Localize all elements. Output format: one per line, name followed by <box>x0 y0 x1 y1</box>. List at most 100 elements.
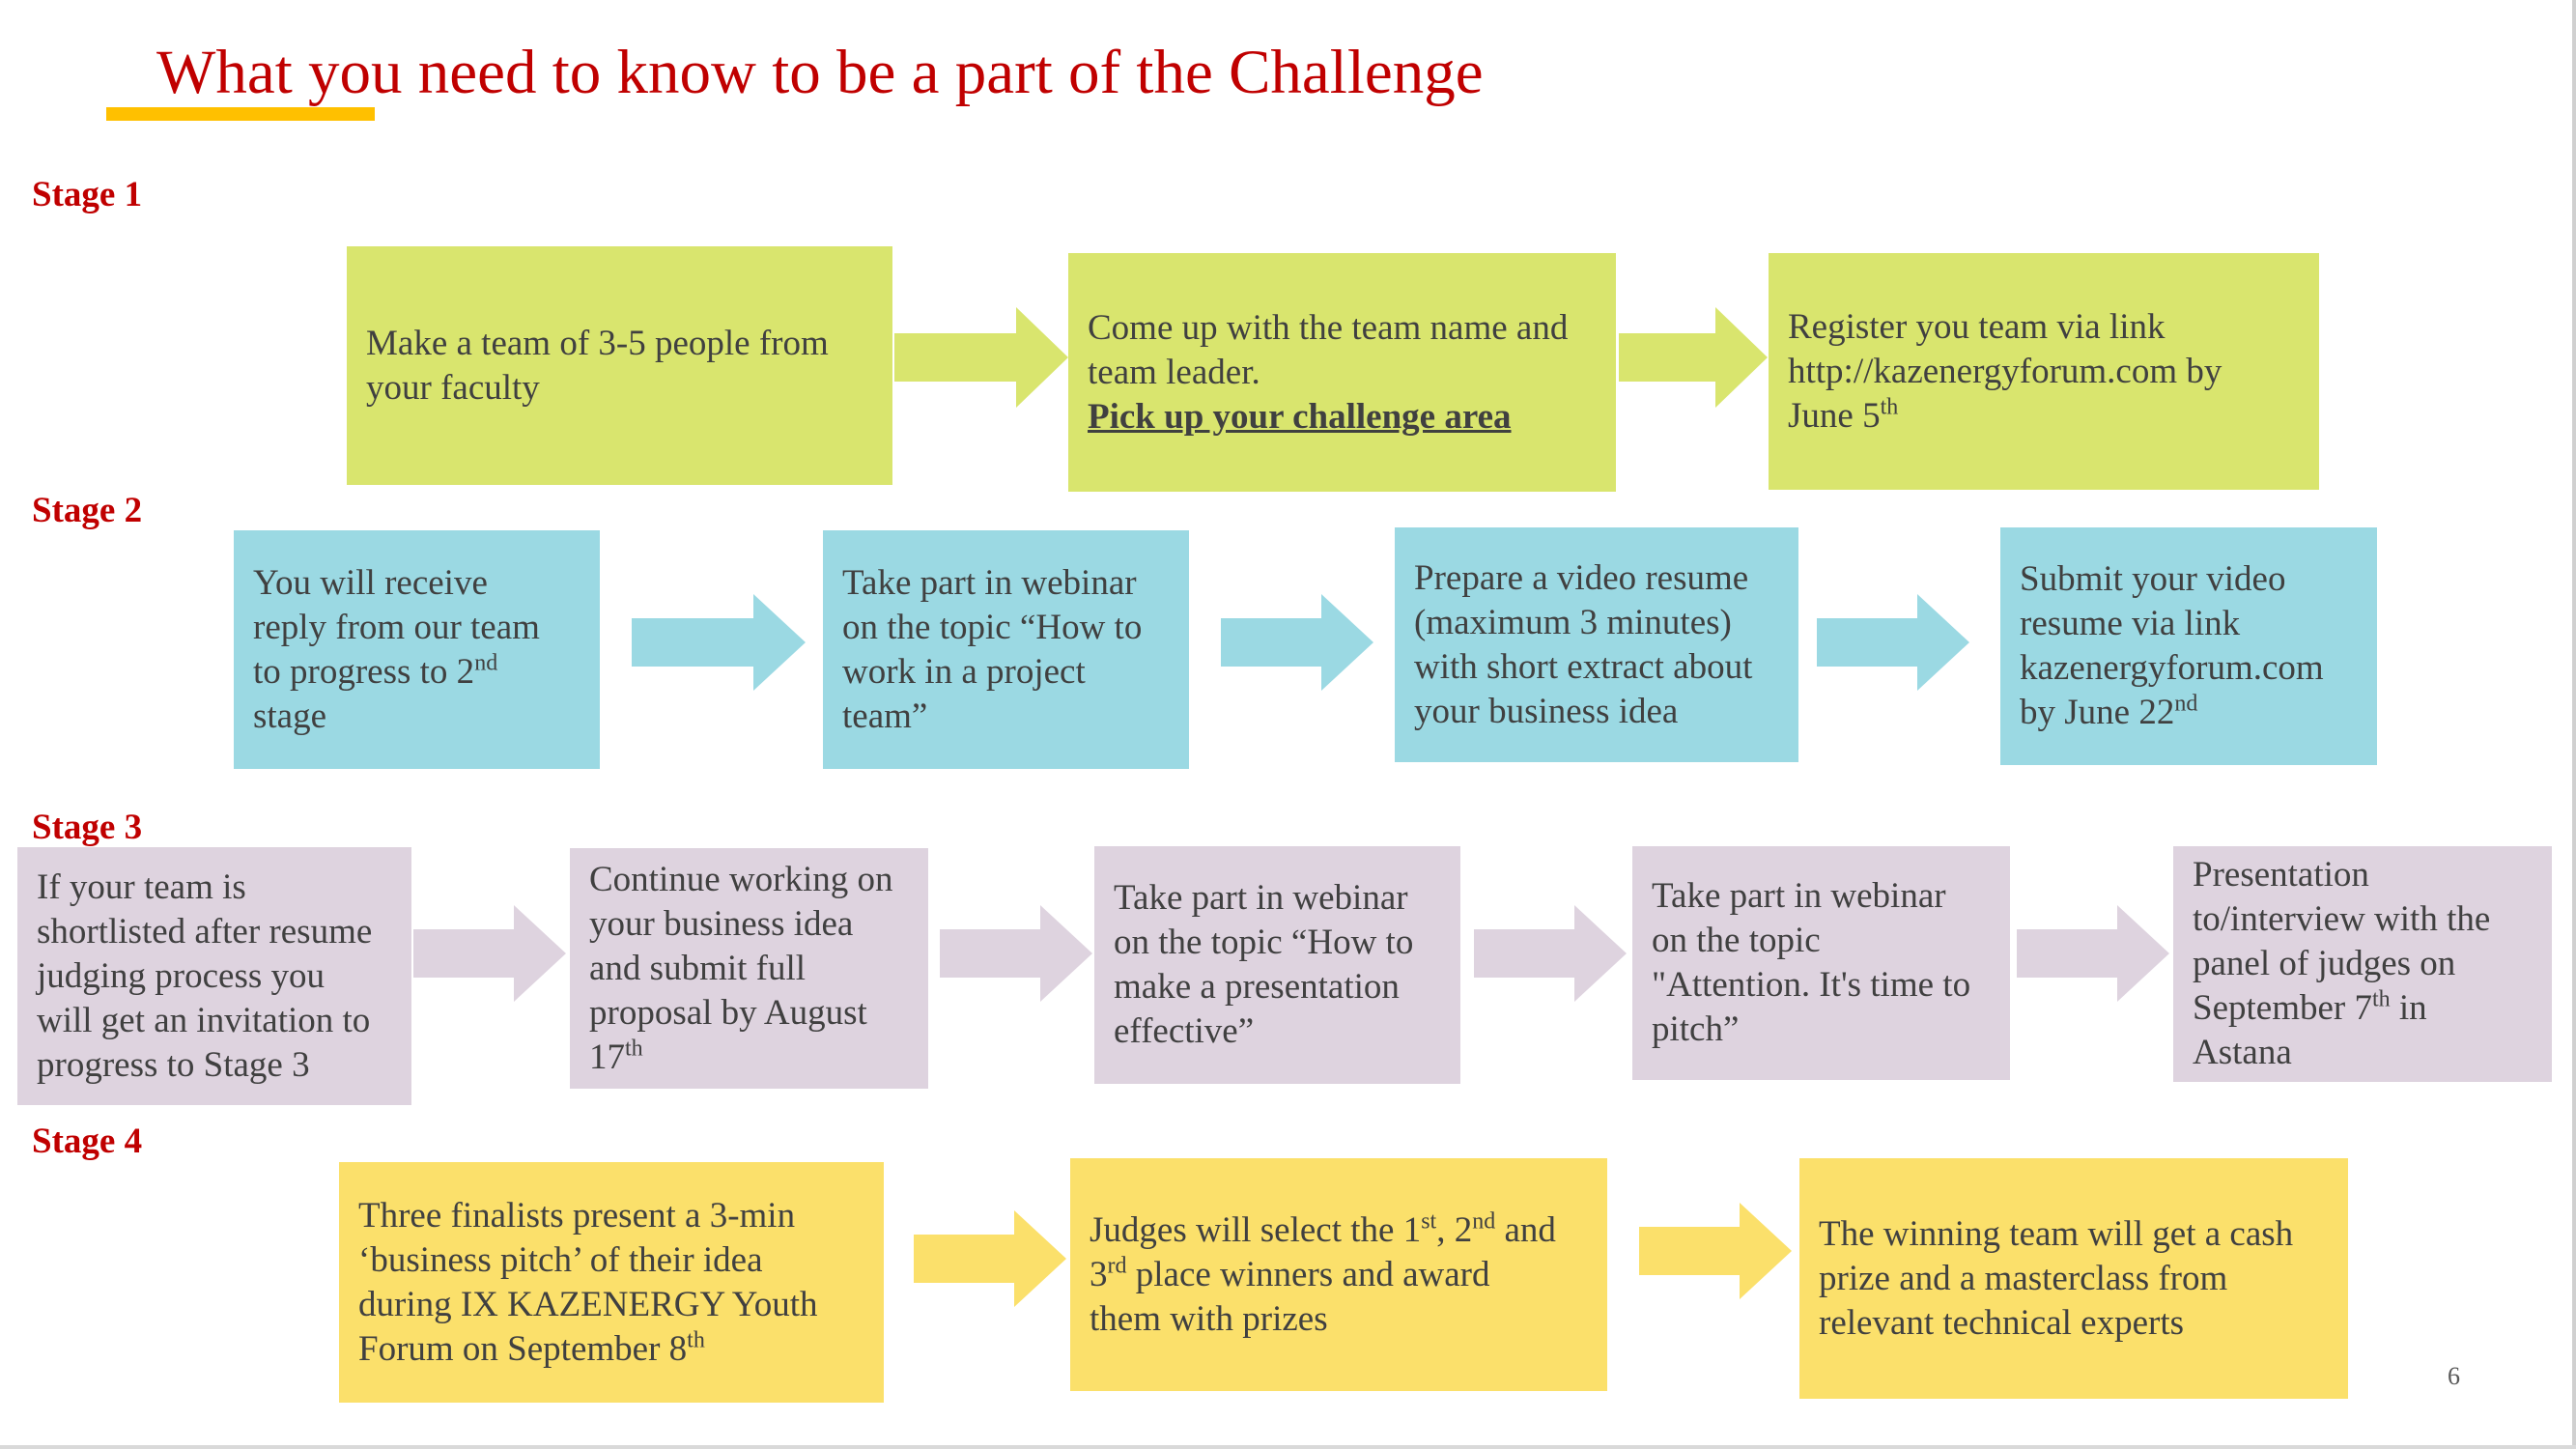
step-text-line: (maximum 3 minutes) <box>1414 601 1781 645</box>
step-text-line: reply from our team <box>253 606 582 650</box>
step-text: September 7 <box>2193 988 2372 1028</box>
step-text-line: Come up with the team name and <box>1088 306 1599 351</box>
step-text: during IX KAZENERGY Youth <box>358 1284 818 1324</box>
step-text-line: June 5th <box>1788 394 2302 439</box>
stage-2-label: Stage 2 <box>32 491 143 530</box>
step-text: them with prizes <box>1090 1298 1328 1339</box>
step-text: on the topic “How to <box>1114 923 1414 962</box>
step-text: on the topic <box>1652 921 1821 960</box>
ordinal-suffix: st <box>1421 1208 1437 1235</box>
step-text-line: make a presentation <box>1114 965 1443 1009</box>
step-text: kazenergyforum.com <box>2020 648 2324 688</box>
step-text: reply from our team <box>253 607 540 647</box>
step-text-line: Prepare a video resume <box>1414 556 1781 601</box>
step-text-line: to/interview with the <box>2193 897 2546 942</box>
step-text: http://kazenergyforum.com by <box>1788 351 2222 391</box>
step-text: (maximum 3 minutes) <box>1414 602 1732 642</box>
slide-title: What you need to know to be a part of th… <box>156 38 1484 107</box>
step-text-line: and submit full <box>589 947 911 991</box>
step-text: , 2 <box>1436 1209 1473 1250</box>
step-text-line: September 7th in <box>2193 986 2546 1031</box>
step-text-line: judging process you <box>37 954 394 999</box>
step-text-line: on the topic <box>1652 919 1993 963</box>
step-text: will get an invitation to <box>37 1000 371 1040</box>
step-text-line: 3rd place winners and award <box>1090 1253 1590 1297</box>
step-text: team” <box>842 696 928 736</box>
step-text-line: If your team is <box>37 866 394 910</box>
step-text: on the topic “How to <box>842 607 1143 647</box>
stage-2-arrow-2 <box>1221 594 1373 691</box>
step-text-line: kazenergyforum.com <box>2020 646 2360 691</box>
step-text: team leader. <box>1088 352 1260 392</box>
step-text-line: effective” <box>1114 1009 1443 1054</box>
step-text: resume via link <box>2020 604 2241 643</box>
step-text: panel of judges on <box>2193 944 2456 983</box>
step-text-line: to progress to 2nd <box>253 650 582 695</box>
step-text: Prepare a video resume <box>1414 557 1749 598</box>
step-text-line: Forum on September 8th <box>358 1327 866 1372</box>
stage-1-arrow-1 <box>894 307 1068 408</box>
stage-2-arrow-3 <box>1817 594 1969 691</box>
step-text-line: Take part in webinar <box>842 561 1172 606</box>
step-text: Three finalists present a 3-min <box>358 1195 796 1236</box>
step-text-line: Three finalists present a 3-min <box>358 1194 866 1238</box>
step-text: your business idea <box>1414 691 1679 731</box>
step-text-line: work in a project <box>842 650 1172 695</box>
step-text-line: http://kazenergyforum.com by <box>1788 350 2302 394</box>
step-text: June 5 <box>1788 395 1881 436</box>
step-text: prize and a masterclass from <box>1819 1258 2228 1298</box>
stage-3-label: Stage 3 <box>32 808 143 847</box>
step-text-line: Presentation <box>2193 853 2546 897</box>
stage-4-label: Stage 4 <box>32 1122 143 1161</box>
step-text: make a presentation <box>1114 967 1400 1007</box>
step-text: place winners and award <box>1126 1254 1490 1294</box>
step-text-line: prize and a masterclass from <box>1819 1257 2331 1301</box>
step-text: Come up with the team name and <box>1088 307 1569 348</box>
stage-4-step-1-box: Three finalists present a 3-min‘business… <box>339 1162 884 1403</box>
step-text: work in a project <box>842 651 1086 692</box>
step-text: to/interview with the <box>2193 899 2491 939</box>
step-text: relevant technical experts <box>1819 1302 2185 1343</box>
step-text-line: ‘business pitch’ of their idea <box>358 1238 866 1283</box>
step-text-line: "Attention. It's time to <box>1652 963 1993 1008</box>
challenge-area-link[interactable]: Pick up your challenge area <box>1088 396 1512 437</box>
step-text-line: Register you team via link <box>1788 305 2302 350</box>
step-text: to progress to 2 <box>253 651 475 692</box>
step-text-line: your business idea <box>1414 690 1781 734</box>
step-text: your faculty <box>366 367 540 408</box>
step-text-line: progress to Stage 3 <box>37 1043 394 1088</box>
step-text: and submit full <box>589 948 807 988</box>
ordinal-suffix: nd <box>2174 691 2198 717</box>
step-text: judging process you <box>37 955 326 996</box>
step-text: ‘business pitch’ of their idea <box>358 1239 763 1280</box>
step-text-line: will get an invitation to <box>37 999 394 1043</box>
step-text-line: resume via link <box>2020 602 2360 646</box>
step-text: pitch” <box>1652 1009 1740 1049</box>
ordinal-suffix: th <box>625 1036 643 1062</box>
step-text: 17 <box>589 1037 625 1077</box>
step-text: with short extract about <box>1414 646 1753 687</box>
stage-4-arrow-1 <box>914 1210 1066 1307</box>
step-text-line: Take part in webinar <box>1114 876 1443 921</box>
step-text: If your team is <box>37 867 246 907</box>
ordinal-suffix: rd <box>1107 1253 1127 1279</box>
step-text-line: Make a team of 3-5 people from <box>366 322 875 366</box>
step-text: effective” <box>1114 1011 1255 1051</box>
step-text: Forum on September 8 <box>358 1328 688 1369</box>
step-text-line: stage <box>253 695 582 739</box>
slide-right-border <box>2572 0 2576 1449</box>
step-text: proposal by August <box>589 992 867 1033</box>
step-text-line: your business idea <box>589 902 911 947</box>
step-text: Astana <box>2193 1033 2292 1072</box>
step-text-line: shortlisted after resume <box>37 910 394 954</box>
step-text-line: them with prizes <box>1090 1297 1590 1342</box>
